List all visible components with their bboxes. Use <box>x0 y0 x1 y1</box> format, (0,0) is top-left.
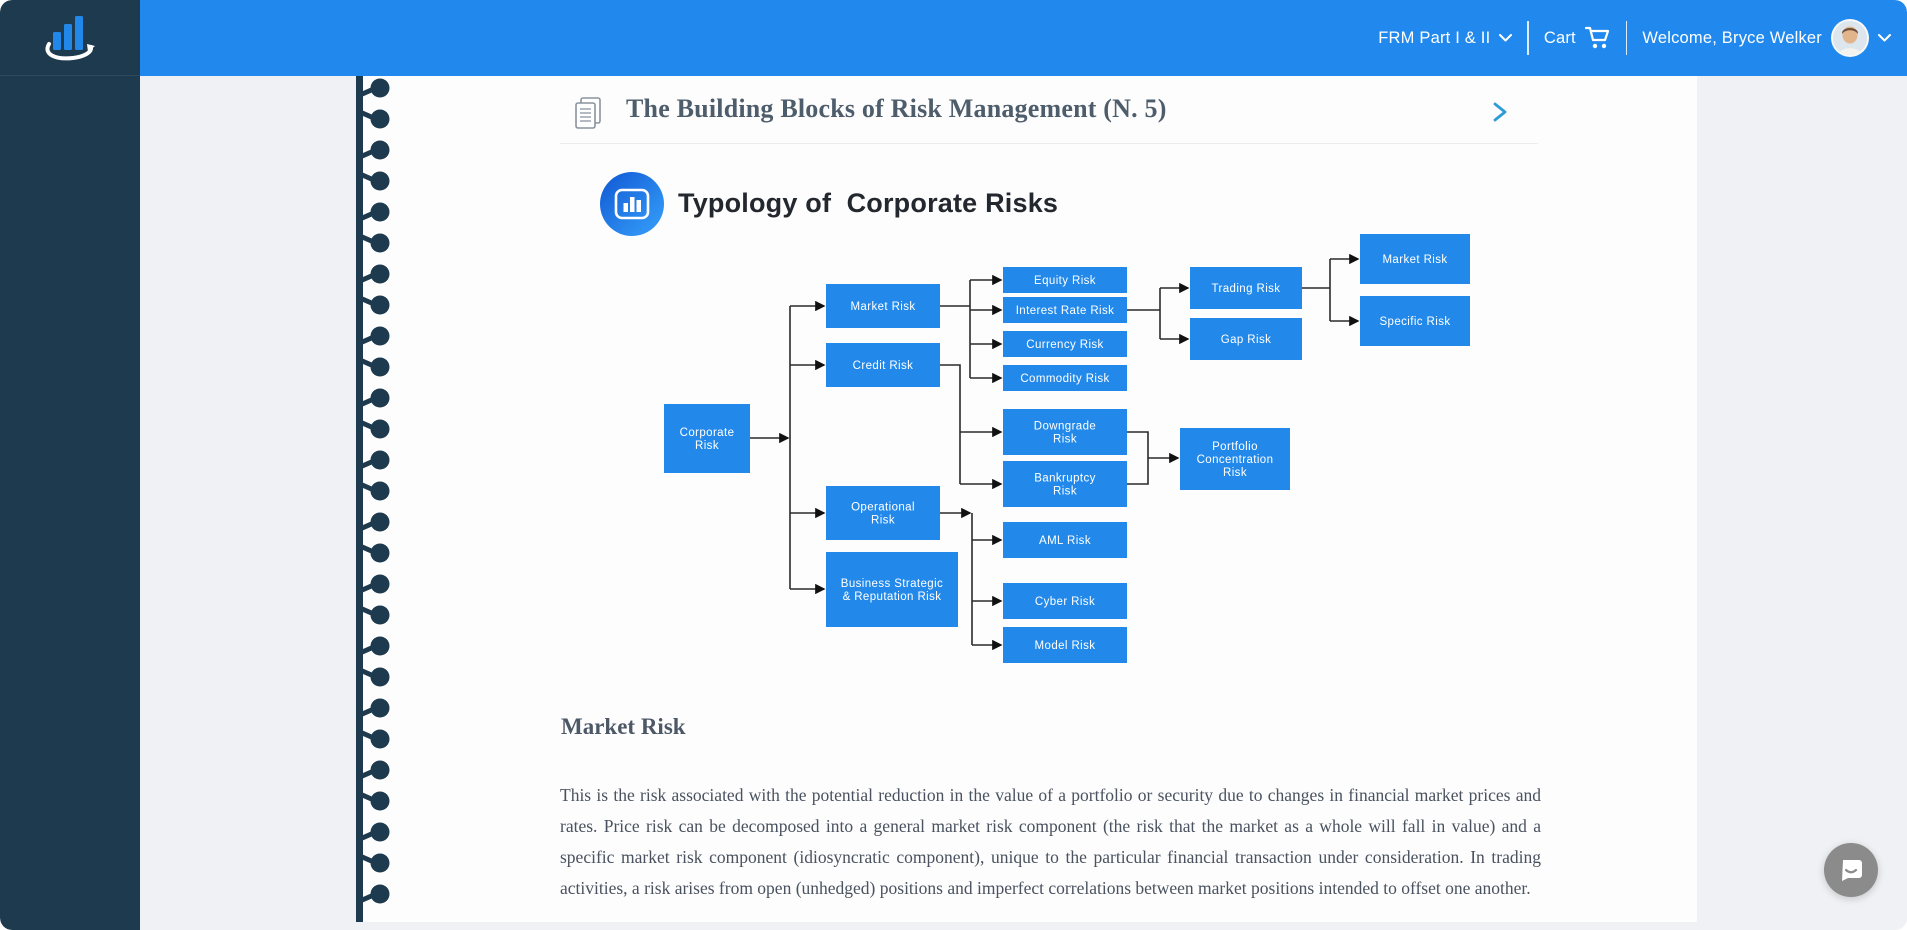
navbar-divider <box>1625 21 1628 55</box>
cart-icon <box>1584 26 1609 49</box>
svg-text:Commodity Risk: Commodity Risk <box>1020 373 1109 385</box>
document-page: The Building Blocks of Risk Management (… <box>356 76 1697 922</box>
svg-text:Cyber Risk: Cyber Risk <box>1035 596 1095 608</box>
chevron-down-icon <box>1499 34 1513 42</box>
svg-text:Currency Risk: Currency Risk <box>1026 339 1103 351</box>
svg-text:Interest Rate Risk: Interest Rate Risk <box>1016 305 1115 317</box>
document-icon <box>575 97 601 129</box>
section-icon-badge <box>600 172 664 236</box>
avatar[interactable] <box>1831 19 1869 57</box>
navbar-divider <box>1527 21 1529 55</box>
top-navbar: FRM Part I & II Cart Welcome, Bryce Welk… <box>140 0 1907 76</box>
chat-bubble-icon <box>1842 860 1862 881</box>
chat-button[interactable] <box>1824 843 1878 897</box>
bar-chart-icon <box>614 188 650 220</box>
sidebar <box>0 0 140 930</box>
logo[interactable] <box>0 0 140 76</box>
lesson-header[interactable]: The Building Blocks of Risk Management (… <box>560 90 1538 142</box>
svg-text:AML Risk: AML Risk <box>1039 535 1091 547</box>
svg-text:Business Strategic& Reputation: Business Strategic& Reputation Risk <box>841 578 943 603</box>
cart-button[interactable]: Cart <box>1544 26 1611 50</box>
header-divider <box>560 143 1538 144</box>
cart-label: Cart <box>1543 28 1576 47</box>
account-menu[interactable]: Welcome, Bryce Welker <box>1642 19 1891 57</box>
chevron-right-icon[interactable] <box>1492 100 1508 124</box>
svg-text:Market Risk: Market Risk <box>1382 254 1447 266</box>
navbar-right-group: FRM Part I & II Cart Welcome, Bryce Welk… <box>1378 19 1891 57</box>
avatar-photo <box>1833 21 1867 55</box>
section-title: Typology of Corporate Risks <box>678 188 1059 218</box>
logo-bar-chart-icon <box>45 15 95 60</box>
svg-text:Credit Risk: Credit Risk <box>853 360 914 372</box>
svg-text:Specific Risk: Specific Risk <box>1379 316 1450 328</box>
welcome-label: Welcome, Bryce Welker <box>1642 28 1822 47</box>
content-area: The Building Blocks of Risk Management (… <box>140 76 1907 930</box>
svg-text:Market Risk: Market Risk <box>850 301 915 313</box>
page-title: The Building Blocks of Risk Management (… <box>626 94 1167 123</box>
svg-text:Trading Risk: Trading Risk <box>1212 283 1281 295</box>
body-paragraph: This is the risk associated with the pot… <box>560 785 1541 898</box>
svg-text:Model Risk: Model Risk <box>1035 640 1096 652</box>
course-dropdown-label: FRM Part I & II <box>1378 28 1491 47</box>
sub-heading: Market Risk <box>561 714 686 739</box>
course-dropdown[interactable]: FRM Part I & II <box>1378 28 1513 48</box>
svg-text:Gap Risk: Gap Risk <box>1221 334 1272 346</box>
chevron-down-icon <box>1878 34 1891 42</box>
spiral-binding <box>356 76 390 922</box>
svg-text:Equity Risk: Equity Risk <box>1034 275 1096 287</box>
